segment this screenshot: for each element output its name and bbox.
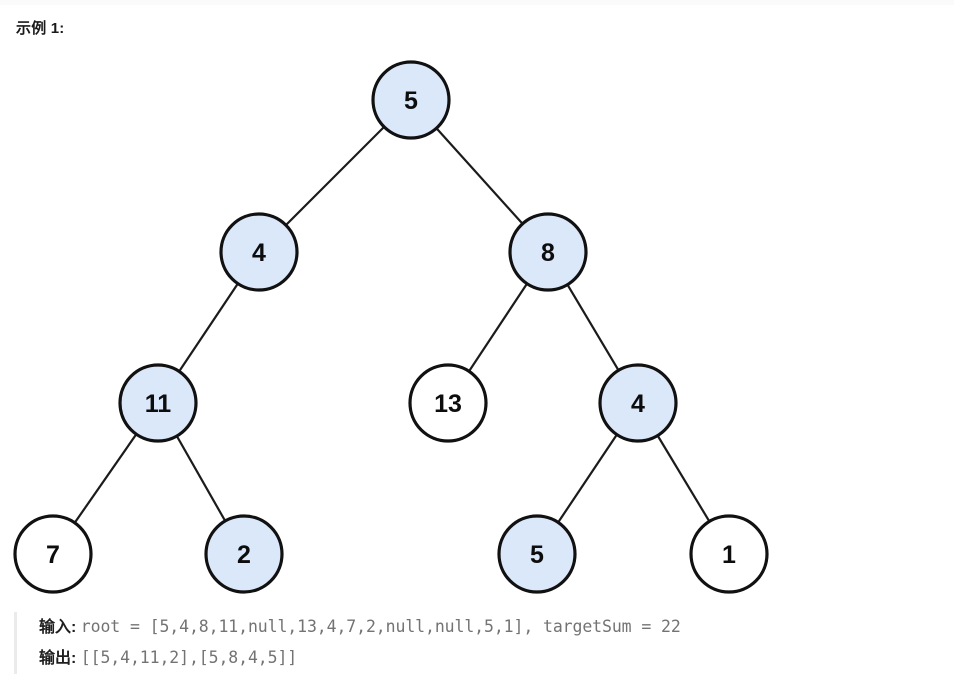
tree-node-n11: 11 (118, 363, 198, 443)
tree-node-label-n4r: 4 (631, 390, 645, 418)
tree-node-circle-n8 (508, 212, 588, 292)
input-label: 输入: (39, 619, 77, 636)
tree-node-label-n4l: 4 (252, 239, 266, 267)
page-title: 示例 1: (16, 20, 65, 37)
input-line: 输入: root = [5,4,8,11,null,13,4,7,2,null,… (39, 612, 940, 643)
binary-tree-figure: 5 4 8 11 13 4 7 2 5 1 (0, 40, 954, 605)
output-value: [[5,4,11,2],[5,8,4,5]] (80, 648, 298, 667)
tree-node-circle-n4l (219, 212, 299, 292)
tree-node-circle-n7 (13, 514, 93, 594)
tree-node-circle-n13 (408, 363, 488, 443)
tree-node-n2: 2 (204, 514, 284, 594)
input-value: root = [5,4,8,11,null,13,4,7,2,null,null… (80, 617, 681, 636)
tree-node-group: 5 4 8 11 13 4 7 2 5 1 (13, 60, 769, 594)
tree-node-circle-n11 (118, 363, 198, 443)
tree-node-label-n2: 2 (237, 541, 251, 569)
tree-node-n5leaf: 5 (497, 514, 577, 594)
tree-node-label-n7: 7 (46, 541, 60, 569)
tree-node-circle-n2 (204, 514, 284, 594)
tree-node-circle-n5 (371, 60, 451, 140)
binary-tree-svg: 5 4 8 11 13 4 7 2 5 1 (13, 60, 769, 594)
tree-node-label-n5leaf: 5 (530, 541, 544, 569)
tree-node-circle-n1 (689, 514, 769, 594)
tree-node-n5: 5 (371, 60, 451, 140)
tree-node-label-n13: 13 (434, 390, 462, 418)
tree-node-n8: 8 (508, 212, 588, 292)
tree-node-label-n8: 8 (541, 239, 555, 267)
example-io-block: 输入: root = [5,4,8,11,null,13,4,7,2,null,… (14, 612, 940, 674)
tree-node-n4l: 4 (219, 212, 299, 292)
tree-node-n4r: 4 (598, 363, 678, 443)
tree-node-n7: 7 (13, 514, 93, 594)
tree-node-label-n1: 1 (722, 541, 736, 569)
tree-node-label-n11: 11 (145, 390, 172, 418)
tree-node-circle-n4r (598, 363, 678, 443)
tree-edge-group (52, 99, 730, 555)
output-label: 输出: (39, 650, 77, 667)
tree-node-n1: 1 (689, 514, 769, 594)
tree-node-n13: 13 (408, 363, 488, 443)
tree-node-circle-n5leaf (497, 514, 577, 594)
output-line: 输出: [[5,4,11,2],[5,8,4,5]] (39, 643, 940, 674)
top-edge-strip (0, 0, 954, 5)
tree-node-label-n5: 5 (404, 87, 418, 115)
